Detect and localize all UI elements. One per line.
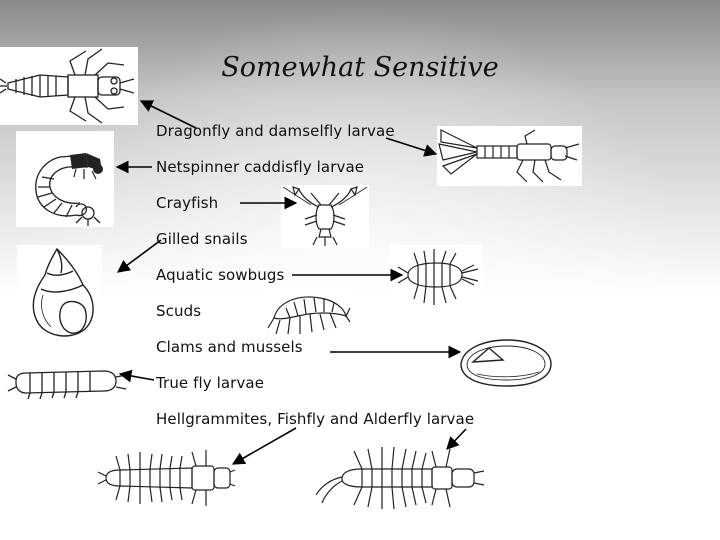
caddisfly-larva-icon xyxy=(16,131,114,227)
item-dragonfly: Dragonfly and damselfly larvae xyxy=(156,122,395,140)
item-scuds: Scuds xyxy=(156,302,202,320)
scud-icon xyxy=(264,288,352,340)
arrow-snail xyxy=(116,239,162,273)
item-caddisfly: Netspinner caddisfly larvae xyxy=(156,158,365,176)
item-sowbugs: Aquatic sowbugs xyxy=(156,266,285,284)
clam-icon xyxy=(455,334,557,391)
item-true-fly: True fly larvae xyxy=(156,374,265,392)
item-crayfish: Crayfish xyxy=(156,194,219,212)
fishfly-larva-icon xyxy=(312,437,488,518)
sowbug-icon xyxy=(390,245,482,310)
damselfly-larva-icon xyxy=(437,126,582,186)
item-clams: Clams and mussels xyxy=(156,338,303,356)
item-hellgrammites: Hellgrammites, Fishfly and Alderfly larv… xyxy=(156,410,475,428)
slide-title: Somewhat Sensitive xyxy=(221,52,499,83)
hellgrammite-icon xyxy=(96,442,236,514)
arrow-damselfly xyxy=(385,137,438,157)
crayfish-icon xyxy=(281,185,369,248)
true-fly-larva-icon xyxy=(0,355,138,413)
dragonfly-larva-icon xyxy=(0,47,138,125)
arrow-hellgrammite xyxy=(231,427,297,465)
item-gilled-snails: Gilled snails xyxy=(156,230,248,248)
snail-icon xyxy=(17,245,102,343)
